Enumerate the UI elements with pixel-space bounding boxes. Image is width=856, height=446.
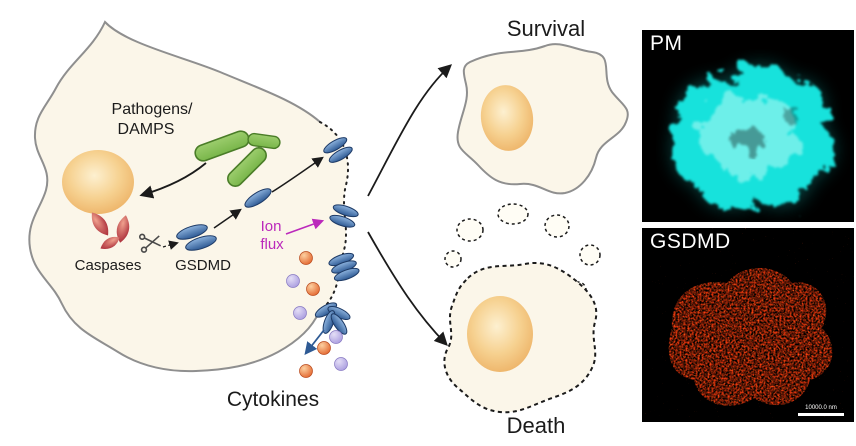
bleb-icon [444, 250, 462, 268]
caspase-icon [100, 236, 120, 249]
main-cell-outline [28, 20, 321, 373]
cytokine-purple-icon [293, 306, 307, 320]
membrane-pore-b [329, 204, 359, 228]
gsdmd-nt-fragment-icon [244, 188, 272, 208]
pathogen-activation-arrow [139, 162, 207, 199]
main-cell [28, 20, 350, 373]
survival-nucleus [480, 85, 534, 151]
death-cell [443, 203, 601, 414]
caspase-icon [116, 215, 130, 243]
membrane-pore-cluster [314, 302, 351, 335]
ion-flux-label-line1: Ion [261, 218, 282, 235]
death-nucleus [467, 296, 533, 372]
death-fate-arrow [367, 231, 448, 346]
ion-flux-label-line2: flux [260, 236, 284, 253]
caspases [91, 212, 130, 249]
death-label: Death [507, 413, 566, 438]
pm-micrograph-panel: PM [642, 30, 854, 222]
cytokine-orange-icon [306, 282, 320, 296]
membrane-pore-a [323, 137, 353, 163]
cytokine-orange-icon [317, 341, 331, 355]
cytokines [286, 251, 348, 378]
bacterium-icon [247, 132, 281, 150]
gsdmd-subunit-icon [176, 224, 208, 240]
bleb-icon [456, 218, 484, 242]
cytokine-release-arrow [304, 329, 325, 355]
pathway-diagram: Pathogens/ DAMPS Caspases [28, 16, 629, 438]
survival-label: Survival [507, 16, 585, 41]
cytokines-label: Cytokines [227, 388, 319, 411]
bleb-icon [544, 214, 570, 238]
gsdmd-label: GSDMD [175, 257, 231, 274]
bleb-icon [579, 244, 601, 266]
gsdmd-micrograph-image [642, 228, 854, 422]
survival-cell [456, 43, 629, 195]
cleavage-arrow [162, 240, 179, 250]
pathogens-label-line2: DAMPS [118, 121, 175, 138]
cytokine-orange-icon [299, 364, 313, 378]
cytokine-purple-icon [334, 357, 348, 371]
survival-cell-outline [456, 43, 629, 195]
survival-fate-arrow [367, 64, 452, 197]
ion-flux-arrow [285, 218, 325, 235]
cytokine-purple-icon [286, 274, 300, 288]
pm-panel-label: PM [650, 32, 683, 55]
pm-micrograph-image [642, 30, 854, 222]
scale-bar-label: 10000.0 nm [805, 405, 837, 411]
gsdmd-panel-label: GSDMD [650, 230, 731, 253]
scale-bar: 10000.0 nm [798, 405, 844, 416]
gsdmd-subunit-icon [185, 235, 217, 251]
membrane-insertion-arrow [271, 156, 324, 193]
gsdmd-protein [176, 224, 217, 251]
scissors-icon [138, 233, 161, 253]
caspase-icon [91, 212, 109, 236]
pathogens-label-line1: Pathogens/ [112, 101, 194, 118]
caspases-label: Caspases [75, 257, 142, 274]
bacterium-icon [227, 147, 267, 187]
pathogens [194, 130, 281, 187]
gsdmd-release-arrow [213, 208, 242, 229]
scale-bar-line [798, 413, 844, 416]
cytokine-purple-icon [329, 330, 343, 344]
cytokine-orange-icon [299, 251, 313, 265]
gsdmd-micrograph-panel: GSDMD 10000.0 nm [642, 228, 854, 422]
bleb-icon [497, 203, 529, 225]
micrograph-column: PM [642, 30, 854, 422]
endosome [62, 150, 134, 214]
main-cell-body [29, 22, 349, 372]
membrane-pore-c [328, 252, 360, 282]
